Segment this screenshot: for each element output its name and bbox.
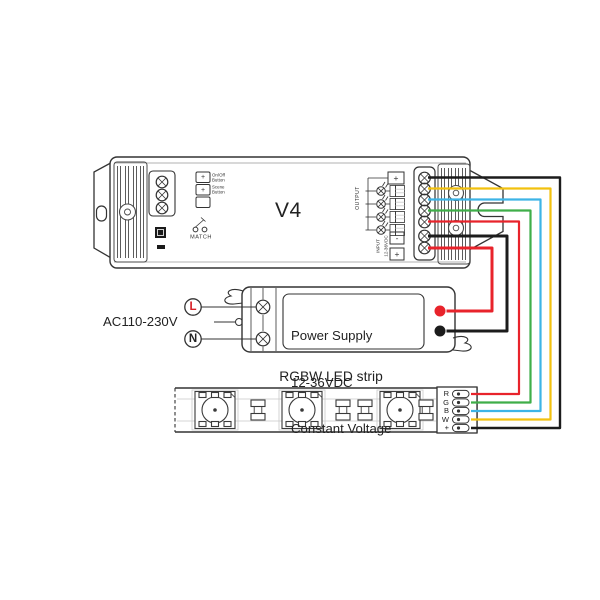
power-supply: [184, 286, 472, 353]
input-label-line2: 12-36VDC: [383, 235, 388, 257]
resistor-icon: [418, 399, 434, 421]
output-section-label: OUTPUT: [354, 185, 361, 210]
power-supply-line-2: 12-36VDC: [291, 374, 353, 390]
connector-pad: [452, 423, 470, 433]
led-chip-icon: [376, 389, 424, 431]
onoff-button[interactable]: [195, 171, 211, 183]
heatsink-right: [437, 163, 471, 265]
neutral-input-circle: [184, 330, 202, 348]
scene-button-label: Scene Button: [212, 184, 225, 195]
led-chip-icon: [278, 389, 326, 431]
screw-terminal-icon: [155, 175, 169, 189]
input-minus-terminal-symbol: [389, 231, 405, 245]
aux-button[interactable]: [195, 196, 211, 208]
wire-dc-negative: [428, 234, 509, 333]
lamp-symbol: [365, 194, 405, 210]
resistor-icon: [250, 399, 266, 421]
heatsink-left: [113, 161, 148, 263]
hanging-clip-icon: [224, 288, 244, 305]
wire-b-channel: [428, 198, 542, 413]
output-terminal-strip: [413, 166, 436, 261]
power-supply-line-3: Constant Voltage: [291, 421, 392, 436]
controller-model-label: V4: [275, 199, 302, 222]
onoff-button-label: On/Off Button: [212, 172, 225, 182]
led-strip: [174, 386, 478, 434]
connector-pad: [452, 415, 470, 424]
screw-terminal-icon: [155, 188, 169, 202]
input-label-line1: INPUT: [375, 239, 381, 253]
connector-pad: [452, 389, 470, 399]
wires: [428, 176, 562, 430]
led-chip-icon: [191, 389, 239, 431]
terminal-label-b: B: [443, 406, 449, 415]
mounting-slot-icon: [95, 205, 108, 222]
wire-r-channel: [428, 220, 521, 396]
wire-dc-positive: [428, 246, 494, 313]
lamp-symbol: [365, 181, 405, 197]
terminal-label-plus: +: [444, 423, 449, 432]
connector-pad: [452, 398, 470, 407]
input-minus-label: -: [395, 232, 399, 243]
onoff-button-glyph: +: [200, 174, 206, 181]
led-strip-title: RGBW LED strip: [279, 369, 383, 384]
power-supply-label: Power Supply 12-36VDC Constant Voltage: [291, 297, 391, 452]
match-switch-icon[interactable]: [192, 217, 208, 233]
label-panel: [282, 293, 425, 350]
dc-positive-terminal: [434, 305, 446, 317]
scene-button-glyph: +: [200, 186, 206, 194]
wire-g-channel: [428, 209, 532, 404]
screw-terminal-icon: [155, 201, 169, 215]
strip-connector-block: [436, 386, 478, 434]
screw-terminal-icon: [418, 171, 431, 185]
resistor-icon: [335, 399, 351, 421]
neutral-label: N: [188, 332, 198, 345]
output-common-terminal-symbol: [387, 171, 405, 185]
output-common-plus: +: [393, 173, 399, 183]
input-plus-terminal-symbol: [389, 247, 405, 261]
live-input-circle: [184, 298, 202, 316]
input-plus-label: +: [394, 248, 400, 259]
case-screw-icon: [118, 203, 137, 221]
antenna-terminal-block: [148, 170, 176, 217]
lamp-symbol: [365, 207, 405, 223]
indicator-led-icon: [157, 245, 165, 249]
wire-w-channel: [428, 187, 552, 421]
match-label: MATCH: [189, 234, 212, 240]
resistor-icon: [357, 399, 373, 421]
connector-pad: [452, 406, 470, 416]
terminal-label-r: R: [443, 389, 449, 398]
hanging-clip-icon: [452, 335, 472, 352]
terminal-label-g: G: [443, 397, 449, 407]
terminal-label-w: W: [441, 414, 449, 424]
power-supply-line-1: Power Supply: [291, 328, 373, 343]
dc-negative-terminal: [434, 325, 446, 337]
output-schematic: [365, 171, 405, 261]
scene-button[interactable]: [195, 184, 211, 196]
wire-common-plus: [428, 176, 562, 430]
case-screw-icon: [447, 219, 465, 237]
ir-sensor-icon: [155, 227, 166, 238]
live-label: L: [189, 300, 197, 313]
ac-input-label: AC110-230V: [103, 314, 178, 329]
